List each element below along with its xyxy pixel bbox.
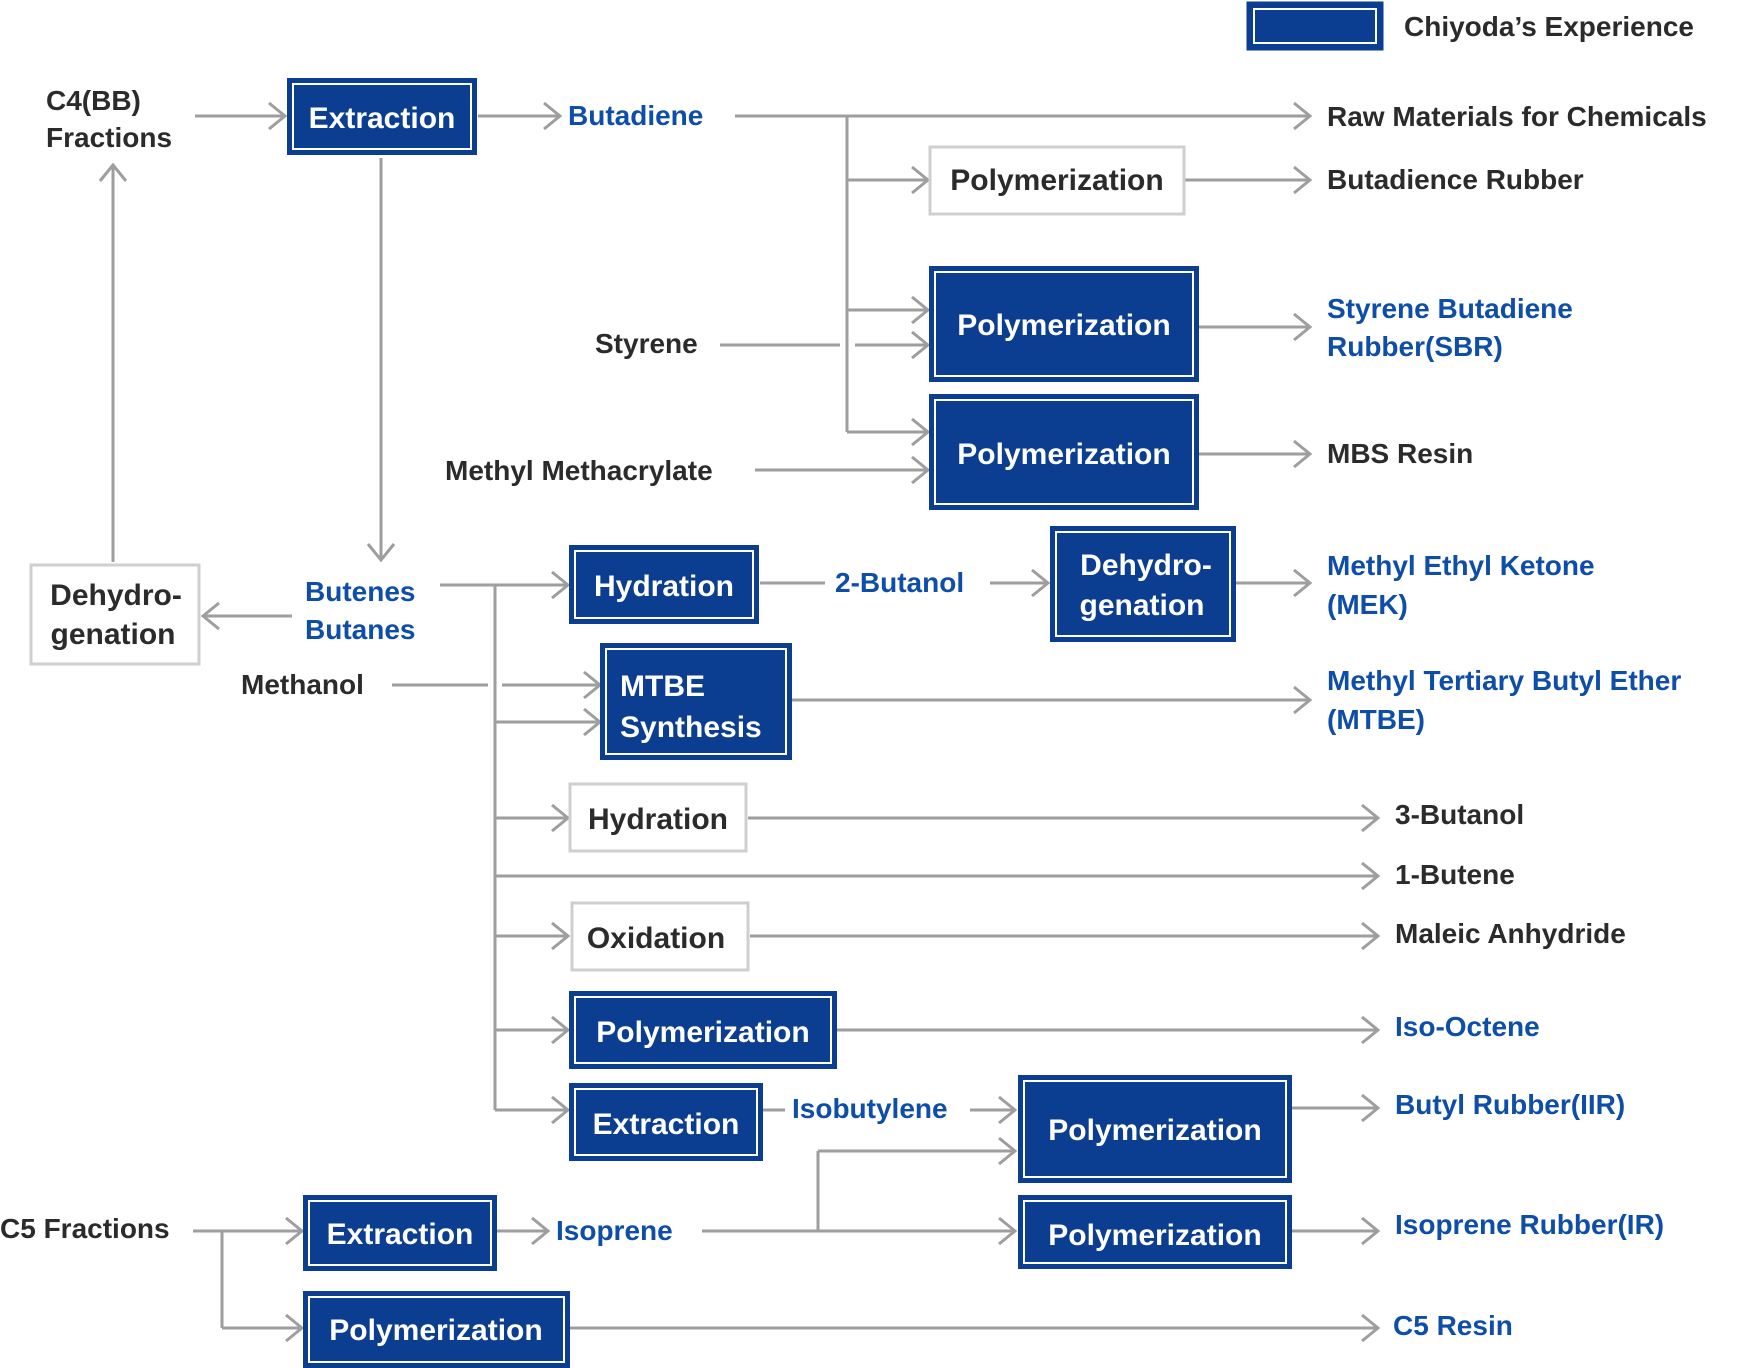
box-label: Polymerization [596,1016,809,1049]
product-mtbe-line-2: (MTBE) [1327,704,1425,735]
feed-styrene: Styrene [595,328,698,359]
product-maleic-anhydride: Maleic Anhydride [1395,918,1626,949]
product-mek-line-1: Methyl Ethyl Ketone [1327,550,1595,581]
box-polymerization-c5: Polymerization [303,1291,570,1368]
product-butadience-rubber: Butadience Rubber [1327,164,1584,195]
product-1-butene: 1-Butene [1395,859,1515,890]
box-label: Hydration [588,803,728,836]
box-label-line-1: Dehydro- [1080,549,1212,582]
product-sbr-line-2: Rubber(SBR) [1327,331,1503,362]
box-label: Oxidation [587,922,725,955]
box-extraction-c5: Extraction [303,1195,497,1271]
intermediate-isobutylene: Isobutylene [792,1093,948,1124]
box-label-line-1: Dehydro- [50,579,182,612]
feed-methanol: Methanol [241,669,364,700]
legend-label: Chiyoda’s Experience [1404,11,1694,42]
feed-c4-line-1: C4(BB) [46,85,141,116]
feed-methyl-methacrylate: Methyl Methacrylate [445,455,713,486]
box-dehydrogenation-left: Dehydro- genation [29,563,201,666]
product-iso-octene: Iso-Octene [1395,1011,1540,1042]
box-oxidation: Oxidation [570,901,750,972]
box-dehydrogenation-mek: Dehydro- genation [1050,526,1236,642]
box-label-line-2: Synthesis [620,711,762,744]
box-hydration-3: Hydration [568,782,748,853]
box-polymerization-iso: Polymerization [569,991,837,1069]
box-polymerization-sbr: Polymerization [929,266,1199,382]
box-label: Polymerization [957,309,1170,342]
product-mbs-resin: MBS Resin [1327,438,1473,469]
product-mtbe-line-1: Methyl Tertiary Butyl Ether [1327,665,1681,696]
box-hydration-mek: Hydration [569,545,759,624]
product-mek-line-2: (MEK) [1327,589,1408,620]
product-isoprene-rubber: Isoprene Rubber(IR) [1395,1209,1664,1240]
legend: Chiyoda’s Experience [1246,1,1694,51]
intermediate-butenes: Butenes [305,576,415,607]
box-label-line-2: genation [1080,589,1205,622]
box-label: Polymerization [329,1314,542,1347]
product-c5-resin: C5 Resin [1393,1310,1513,1341]
box-mtbe-synthesis: MTBE Synthesis [600,643,792,760]
intermediate-isoprene: Isoprene [556,1215,673,1246]
box-extraction-c4: Extraction [287,78,477,155]
box-polymerization-br: Polymerization [928,145,1186,216]
box-label: Extraction [327,1218,474,1251]
box-label: Extraction [309,102,456,135]
product-3-butanol: 3-Butanol [1395,799,1524,830]
intermediate-butadiene: Butadiene [568,100,703,131]
box-label-line-2: genation [51,618,176,651]
box-extraction-isobutylene: Extraction [569,1083,763,1161]
box-polymerization-ir: Polymerization [1018,1195,1292,1269]
box-label: Polymerization [1048,1114,1261,1147]
product-raw-materials: Raw Materials for Chemicals [1327,101,1707,132]
feed-c4-line-2: Fractions [46,122,172,153]
intermediate-butanes: Butanes [305,614,415,645]
box-label-line-1: MTBE [620,670,705,703]
box-label: Hydration [594,570,734,603]
intermediate-2-butanol: 2-Butanol [835,567,964,598]
product-sbr-line-1: Styrene Butadiene [1327,293,1573,324]
product-butyl-rubber: Butyl Rubber(IIR) [1395,1089,1625,1120]
box-label: Polymerization [957,438,1170,471]
box-label: Extraction [593,1108,740,1141]
feed-c5-fractions: C5 Fractions [0,1213,170,1244]
box-polymerization-iir: Polymerization [1018,1075,1292,1183]
box-polymerization-mbs: Polymerization [929,394,1199,510]
box-label: Polymerization [1048,1219,1261,1252]
box-label: Polymerization [950,164,1163,197]
connectors [113,116,1378,1328]
